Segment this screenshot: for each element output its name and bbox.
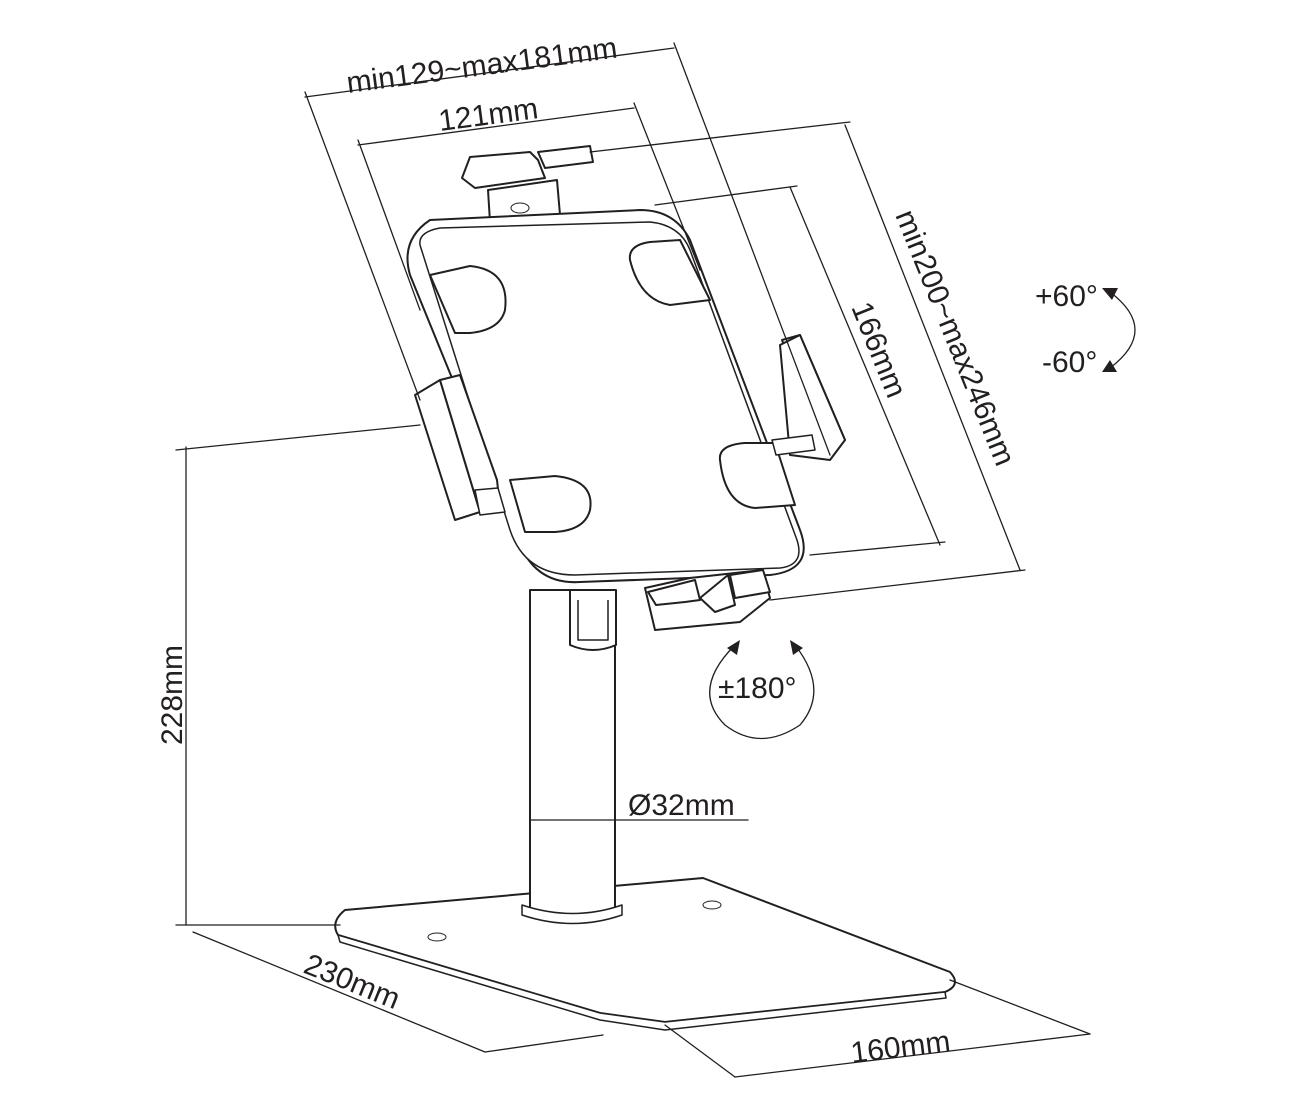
clamp-height-range-label: min200~max246mm [889, 205, 1022, 470]
top-clamp [461, 145, 594, 223]
holder-cutout [628, 239, 711, 306]
tilt-down-arrowhead [1102, 360, 1117, 372]
pole [521, 589, 623, 925]
dimension-lines [175, 42, 1091, 1078]
base-length-label: 230mm [299, 948, 404, 1016]
holder-plate [406, 209, 805, 584]
swivel-connector [569, 589, 617, 651]
left-clamp [414, 374, 506, 521]
base-screw-hole [702, 900, 722, 910]
holder-width-label: 121mm [437, 92, 540, 138]
swivel-left-arrowhead [727, 640, 740, 655]
tilt-arrow [1102, 288, 1136, 372]
holder-cutout [718, 442, 796, 509]
holder-cutout [509, 475, 592, 533]
tilt-down-label: -60° [1042, 346, 1097, 379]
stand-height-label: 228mm [156, 645, 189, 745]
clamp-width-range-label: min129~max181mm [345, 32, 620, 100]
swivel-label: ±180° [718, 672, 797, 705]
tilt-up-label: +60° [1035, 280, 1098, 313]
swivel-arrow [709, 640, 815, 740]
base-plate [334, 877, 956, 1031]
swivel-right-arrowhead [790, 640, 803, 655]
holder-cutout [429, 265, 507, 334]
pole-diameter-label: Ø32mm [628, 789, 735, 822]
base-screw-hole [427, 932, 447, 942]
tilt-up-arrowhead [1102, 288, 1118, 300]
base-width-label: 160mm [849, 1025, 952, 1070]
holder-height-label: 166mm [845, 297, 913, 402]
bottom-clamp [644, 569, 771, 631]
